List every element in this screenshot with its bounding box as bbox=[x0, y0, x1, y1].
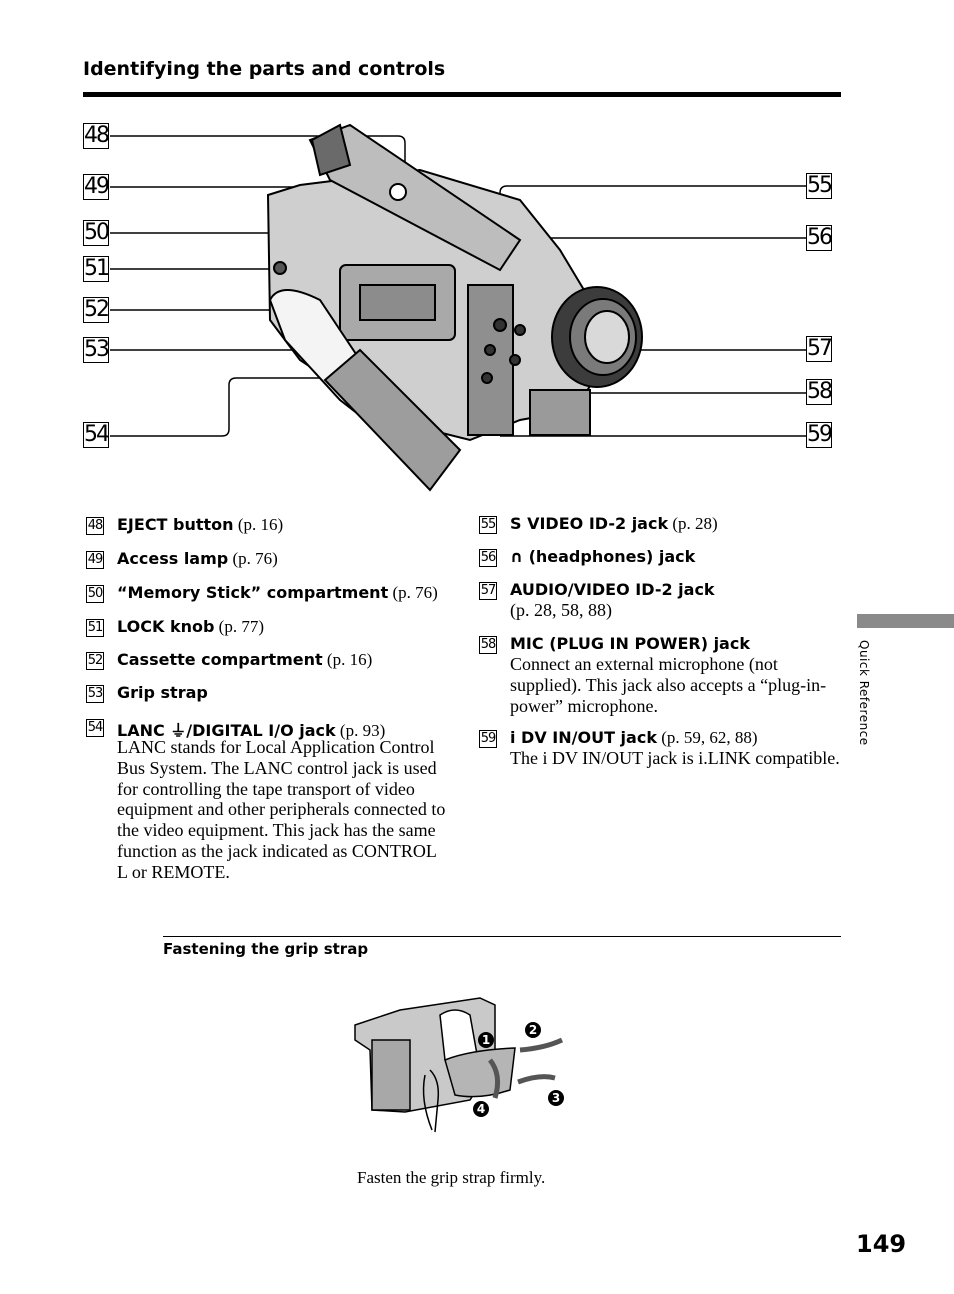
item-title: ∩ (headphones) jack bbox=[510, 547, 696, 566]
item-number: 57 bbox=[479, 582, 497, 600]
item-number: 53 bbox=[86, 685, 104, 703]
step-2-marker bbox=[525, 1022, 541, 1038]
step-1-label: 1 bbox=[482, 1033, 490, 1047]
camcorder-illustration bbox=[110, 123, 806, 492]
item-number: 50 bbox=[86, 585, 104, 603]
item-title: i DV IN/OUT jack bbox=[510, 728, 657, 747]
callout-58: 58 bbox=[806, 379, 833, 405]
step-3-marker bbox=[548, 1090, 564, 1106]
item-description: The i DV IN/OUT jack is i.LINK compatibl… bbox=[510, 748, 840, 768]
subsection-title: Fastening the grip strap bbox=[163, 940, 369, 958]
page-ref: (p. 59, 62, 88) bbox=[661, 728, 758, 747]
item-number: 51 bbox=[86, 619, 104, 637]
item-number: 59 bbox=[479, 730, 497, 748]
callout-50: 50 bbox=[83, 220, 110, 246]
item-title: Access lamp bbox=[117, 549, 229, 568]
title-rule bbox=[83, 92, 841, 97]
item-number: 54 bbox=[86, 719, 104, 737]
callout-54: 54 bbox=[83, 422, 110, 448]
item-number: 49 bbox=[86, 551, 104, 569]
item-description: LANC stands for Local Application Contro… bbox=[117, 737, 446, 882]
figure-caption: Fasten the grip strap firmly. bbox=[357, 1168, 546, 1187]
page-ref: (p. 16) bbox=[326, 650, 373, 669]
callout-56: 56 bbox=[806, 225, 833, 251]
item-description: Connect an external microphone (not supp… bbox=[510, 654, 827, 716]
callout-52: 52 bbox=[83, 297, 110, 323]
grip-strap-illustration: 1 2 3 4 bbox=[354, 997, 564, 1133]
item-description: (p. 28, 58, 88) bbox=[510, 600, 612, 620]
item-number: 58 bbox=[479, 636, 497, 654]
page-ref: (p. 28) bbox=[672, 514, 718, 533]
item-title: EJECT button bbox=[117, 515, 234, 534]
item-title: “Memory Stick” compartment bbox=[117, 583, 389, 602]
page-ref: (p. 76) bbox=[232, 549, 278, 568]
item-title: LANC ⏚/DIGITAL I/O jack bbox=[117, 721, 336, 740]
callout-55: 55 bbox=[806, 173, 833, 199]
section-title: Identifying the parts and controls bbox=[83, 58, 446, 80]
callout-59: 59 bbox=[806, 422, 833, 448]
item-title: S VIDEO ID-2 jack bbox=[510, 514, 669, 533]
step-4-marker bbox=[473, 1101, 489, 1117]
step-2-label: 2 bbox=[529, 1023, 537, 1037]
side-section-label: Quick Reference bbox=[857, 640, 871, 746]
page-number: 149 bbox=[856, 1230, 907, 1258]
page-ref: (p. 16) bbox=[237, 515, 284, 534]
step-3-label: 3 bbox=[552, 1091, 560, 1105]
item-title: LOCK knob bbox=[117, 617, 215, 636]
item-number: 48 bbox=[86, 517, 104, 535]
callout-53: 53 bbox=[83, 337, 110, 363]
subsection-rule bbox=[163, 936, 841, 937]
page-ref: (p. 76) bbox=[392, 583, 438, 602]
item-number: 55 bbox=[479, 516, 497, 534]
callout-51: 51 bbox=[83, 256, 110, 282]
page-ref: (p. 93) bbox=[339, 721, 386, 740]
callout-49: 49 bbox=[83, 174, 110, 200]
item-title: Cassette compartment bbox=[117, 650, 323, 669]
callout-57: 57 bbox=[806, 336, 833, 362]
item-number: 52 bbox=[86, 652, 104, 670]
step-4-label: 4 bbox=[477, 1102, 485, 1116]
step-1-marker bbox=[478, 1032, 494, 1048]
item-number: 56 bbox=[479, 549, 497, 567]
callout-48: 48 bbox=[83, 123, 110, 149]
page-ref: (p. 77) bbox=[218, 617, 264, 636]
side-tab-bar bbox=[857, 614, 954, 628]
item-title: MIC (PLUG IN POWER) jack bbox=[510, 634, 750, 653]
item-title: AUDIO/VIDEO ID-2 jack bbox=[510, 580, 715, 599]
item-title: Grip strap bbox=[117, 683, 208, 702]
